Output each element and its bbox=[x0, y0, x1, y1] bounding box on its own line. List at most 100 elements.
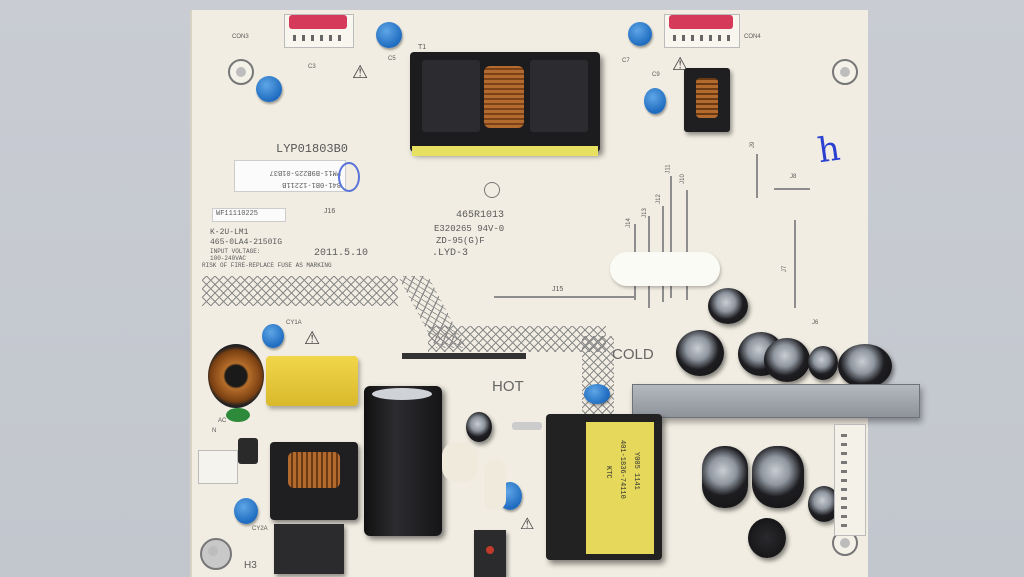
transformer-t1-base-tape bbox=[412, 146, 598, 156]
heatsink-bar bbox=[632, 384, 920, 418]
ref-j10: J10 bbox=[679, 174, 686, 184]
ref-j13: J13 bbox=[641, 208, 648, 218]
connector-con3 bbox=[284, 14, 354, 48]
bridge-rectifier bbox=[274, 524, 344, 574]
transformer-ktc-text1: KTC bbox=[604, 466, 612, 479]
capacitor-blue-c9 bbox=[644, 88, 666, 114]
ref-cy2a: CY2A bbox=[252, 526, 268, 532]
blue-ink-circle bbox=[338, 162, 360, 192]
capacitor-blue-c7 bbox=[628, 22, 652, 46]
transformer-ktc: KTC 401-1836-74110 Y005 1141 bbox=[546, 414, 662, 560]
capacitor-electrolytic-small bbox=[466, 412, 492, 442]
capacitor-blue-c3 bbox=[256, 76, 282, 102]
wf-sticker-text: WF11110225 bbox=[216, 210, 259, 218]
ref-j7: J7 bbox=[782, 265, 789, 273]
mounting-hole-top-left bbox=[228, 59, 254, 85]
transformer-ktc-text2: 401-1836-74110 bbox=[618, 440, 626, 499]
isolation-slot bbox=[402, 353, 526, 359]
transformer-ktc-text3: Y005 1141 bbox=[632, 452, 640, 490]
capacitor-electrolytic bbox=[838, 344, 892, 388]
connector-con3-cable bbox=[289, 15, 347, 29]
transformer-t1-core-right bbox=[530, 60, 588, 132]
cert-line1: 465R1013 bbox=[456, 210, 505, 221]
fuse bbox=[238, 438, 258, 464]
capacitor-electrolytic bbox=[752, 446, 804, 508]
capacitor-blue bbox=[584, 384, 610, 404]
sticker-code-line2: PM11-B9B225-01B37 bbox=[269, 168, 341, 176]
connector-con4 bbox=[664, 14, 740, 48]
ref-j11: J11 bbox=[665, 164, 672, 174]
date-label: 2011.5.10 bbox=[314, 248, 369, 259]
connector-con4-pins bbox=[673, 35, 731, 41]
jumper-j8 bbox=[774, 188, 810, 190]
zone-cold-label: COLD bbox=[612, 346, 654, 363]
jumper-j15 bbox=[494, 296, 634, 298]
white-glue-blob bbox=[610, 252, 720, 286]
ref-j14: J14 bbox=[625, 218, 632, 228]
ref-c3: C3 bbox=[308, 64, 316, 70]
capacitor-electrolytic bbox=[748, 518, 786, 558]
ground-symbol-icon bbox=[484, 182, 500, 198]
ref-j6: J6 bbox=[812, 320, 819, 326]
warning-triangle-icon: ⚠ bbox=[352, 62, 369, 82]
warning-triangle-icon: ⚠ bbox=[304, 328, 321, 348]
transformer-ktc-label-tape: KTC 401-1836-74110 Y005 1141 bbox=[586, 422, 654, 554]
white-glue-blob-lower bbox=[484, 460, 506, 510]
spec-line2: 465-0LA4-2150IG bbox=[210, 238, 283, 247]
capacitor-electrolytic bbox=[676, 330, 724, 376]
connector-con3-pins bbox=[293, 35, 345, 41]
spec-line1: K-2U-LM1 bbox=[210, 228, 249, 237]
capacitor-bulk bbox=[364, 386, 442, 536]
capacitor-bulk-top bbox=[372, 388, 432, 400]
mounting-hole-top-right bbox=[832, 59, 858, 85]
zone-hot-label: HOT bbox=[492, 378, 524, 395]
ref-con3: CON3 bbox=[232, 34, 249, 40]
ref-con4: CON4 bbox=[744, 34, 761, 40]
pcb-board: H3 CON3 CON4 C5 C7 C3 C9 ⚠ ⚠ ⚠ ⚠ T1 bbox=[190, 10, 920, 577]
ac-input-connector bbox=[198, 450, 238, 484]
capacitor-x-yellow bbox=[266, 356, 358, 406]
small-inductor-top-right bbox=[684, 68, 730, 132]
spec-line3: INPUT VOLTAGE: bbox=[210, 248, 261, 255]
handwritten-mark: h bbox=[815, 128, 843, 172]
jumper-j10 bbox=[686, 190, 688, 300]
ref-cy1a: CY1A bbox=[286, 320, 302, 326]
common-mode-choke-winding bbox=[288, 452, 340, 488]
cert-line3: ZD-95(G)F bbox=[436, 236, 485, 246]
connector-con4-cable bbox=[669, 15, 733, 29]
capacitor-electrolytic bbox=[808, 346, 838, 380]
jumper-j11 bbox=[670, 176, 672, 298]
ref-j16: J16 bbox=[324, 208, 336, 215]
capacitor-electrolytic bbox=[764, 338, 810, 382]
capacitor-blue-cy2a bbox=[234, 498, 258, 524]
transformer-t1 bbox=[410, 52, 600, 152]
transformer-t1-core-left bbox=[422, 60, 480, 132]
sticker-code-line1: 841-0B1-12211B bbox=[282, 180, 341, 188]
isolation-hatch-top bbox=[202, 276, 398, 306]
ref-c5: C5 bbox=[388, 56, 396, 62]
board-model-label: LYP01803B0 bbox=[276, 142, 349, 156]
ref-j8: J8 bbox=[790, 174, 797, 180]
connector-right-edge bbox=[834, 424, 866, 536]
small-inductor-winding bbox=[696, 78, 718, 118]
cert-line4: .LYD-3 bbox=[432, 248, 469, 259]
ref-c9: C9 bbox=[652, 72, 660, 78]
transformer-t1-copper-winding bbox=[484, 66, 524, 128]
jumper-j7 bbox=[794, 220, 796, 308]
capacitor-electrolytic bbox=[702, 446, 748, 508]
ref-h3: H3 bbox=[244, 560, 257, 571]
wf-sticker: WF11110225 bbox=[212, 208, 286, 222]
isolation-hatch-middle bbox=[428, 326, 606, 352]
warning-triangle-icon: ⚠ bbox=[520, 516, 535, 533]
white-glue-blob-lower bbox=[442, 442, 478, 482]
jumper-j9 bbox=[756, 154, 758, 198]
led-red bbox=[486, 546, 494, 554]
common-mode-choke bbox=[270, 442, 358, 520]
green-ptc-disc bbox=[226, 408, 250, 422]
ref-ac: AC bbox=[218, 418, 227, 424]
resistor bbox=[512, 422, 542, 430]
ref-j15: J15 bbox=[552, 286, 564, 293]
ref-t1: T1 bbox=[418, 44, 427, 51]
barcode-sticker: 841-0B1-12211B PM11-B9B225-01B37 bbox=[234, 160, 346, 192]
